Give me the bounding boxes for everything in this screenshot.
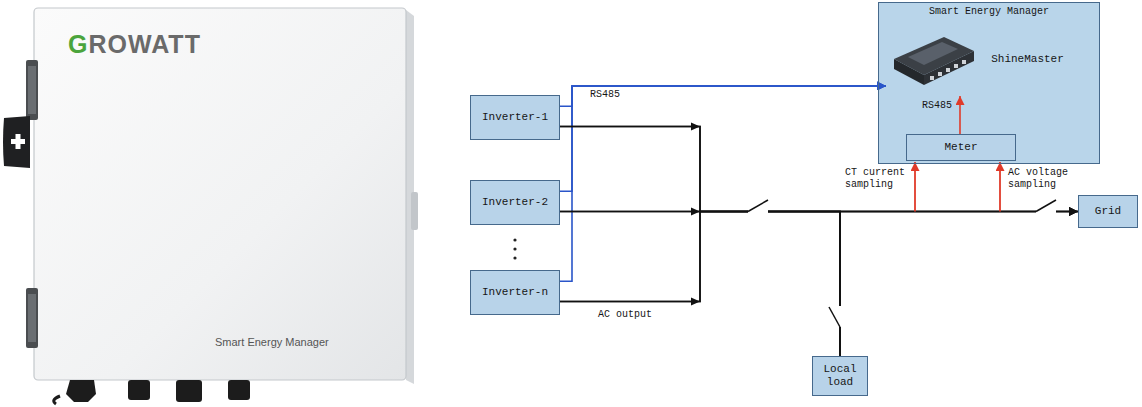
signal-label: RS485 <box>590 89 620 101</box>
connector <box>560 212 840 357</box>
connector <box>560 212 840 357</box>
device-port <box>930 76 934 80</box>
grid-box: Grid <box>1078 195 1138 228</box>
enclosure-fill <box>878 2 1100 164</box>
hinge <box>26 288 38 348</box>
bus-arrowhead <box>691 123 700 131</box>
enclosure-front <box>34 8 406 380</box>
connector <box>959 96 961 134</box>
connector <box>560 127 840 357</box>
hinge <box>26 60 38 120</box>
signal-label: RS485 <box>922 100 952 112</box>
cable-gland <box>176 380 202 402</box>
load-box: Local load <box>812 356 868 396</box>
signal-label: AC output <box>598 309 652 321</box>
device-picture <box>886 29 976 91</box>
cable-gland <box>66 380 96 402</box>
hinge-detail <box>28 294 36 342</box>
node-text: Meter <box>944 141 977 154</box>
connector <box>560 212 1078 302</box>
bus-arrowhead <box>691 208 700 216</box>
side-latch <box>411 192 418 230</box>
connector <box>560 86 886 191</box>
switch-symbol <box>748 200 768 212</box>
brand-logo: GROWATT <box>68 30 201 58</box>
ellipsis-dot <box>513 247 516 250</box>
bracket-hole <box>16 134 21 149</box>
device-side <box>894 59 924 85</box>
device-panel <box>908 42 958 65</box>
device-port <box>946 68 950 72</box>
node-text: Smart Energy Manager <box>929 6 1049 17</box>
connector <box>560 127 1078 212</box>
inverter-box: Inverter-n <box>470 270 560 315</box>
ellipsis-dot <box>513 238 516 241</box>
switch-symbol <box>829 307 840 327</box>
cable <box>54 396 60 404</box>
bus-arrowhead <box>691 298 700 306</box>
meter-box: Meter <box>906 134 1016 161</box>
device-port <box>938 72 942 76</box>
sampling-arrow <box>999 162 1001 212</box>
manager-enclosure: Smart Energy ManagerShineMasterMeter <box>878 2 1100 164</box>
hinge-detail <box>28 66 36 114</box>
cable-gland <box>128 380 150 400</box>
node-text: Grid <box>1095 205 1121 218</box>
inverter-box: Inverter-1 <box>470 95 560 140</box>
node-text: Inverter-2 <box>482 196 548 209</box>
inverter-box: Inverter-2 <box>470 180 560 225</box>
connector <box>560 86 886 106</box>
product-name: Smart Energy Manager <box>215 336 329 349</box>
connector <box>560 86 886 281</box>
sampling-arrow <box>914 162 916 212</box>
signal-label: CT current sampling <box>845 167 907 191</box>
node-text: Inverter-1 <box>482 111 548 124</box>
device-port <box>962 60 966 64</box>
ellipsis-dot <box>513 256 516 259</box>
device-port <box>954 64 958 68</box>
switch-symbol <box>1036 200 1056 212</box>
mounting-bracket <box>3 116 30 168</box>
node-text: ShineMaster <box>991 53 1064 65</box>
cable-gland <box>228 380 250 400</box>
signal-label: AC voltage sampling <box>1008 167 1072 191</box>
node-text: Inverter-n <box>482 286 548 299</box>
monitor-device: ShineMaster <box>886 29 1071 96</box>
node-text: Local load <box>817 363 863 389</box>
